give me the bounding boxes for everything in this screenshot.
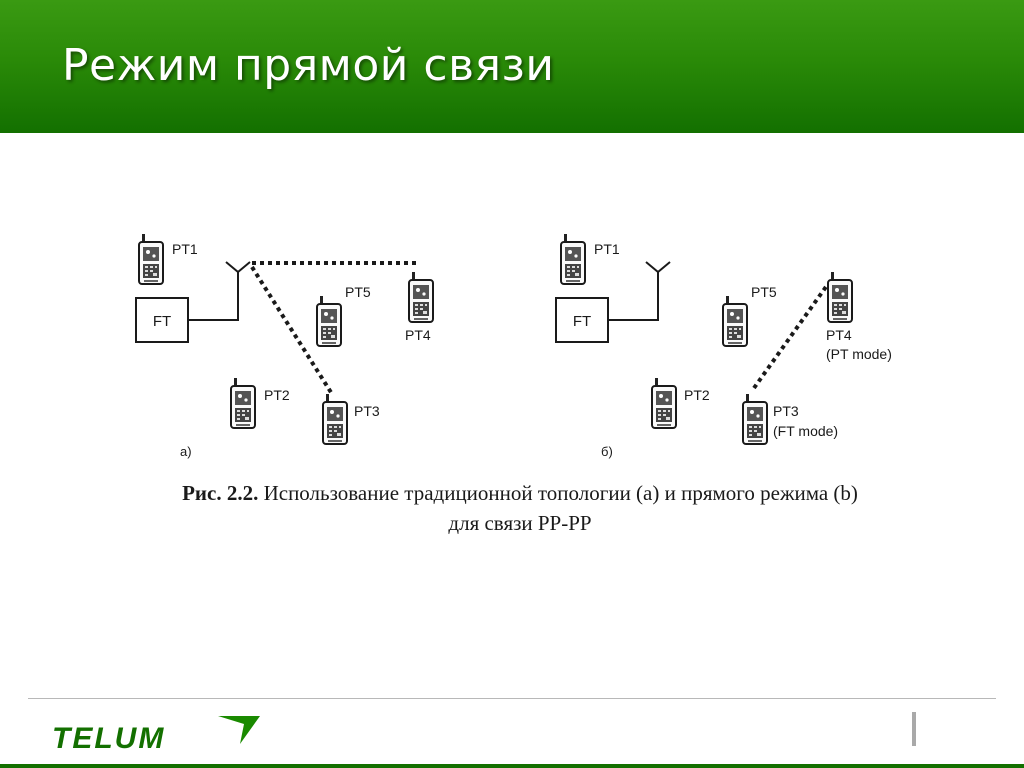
ft-box — [135, 297, 189, 343]
direct-link-pt3-pt4 — [752, 282, 830, 390]
antenna-icon — [645, 261, 671, 273]
ft-cable — [188, 272, 239, 321]
panel-a: FT PT1 PT5 PT4 PT2 PT3 а) — [135, 233, 434, 459]
handset-icon-pt2 — [230, 377, 256, 429]
ft-label: FT — [573, 313, 591, 330]
pt4-mode-label: (PT mode) — [826, 346, 892, 362]
handset-icon-pt1 — [560, 233, 586, 285]
telum-logo: TELUM — [52, 716, 260, 754]
caption-text-1: Использование традиционной топологии (a)… — [263, 481, 858, 505]
pt5-label: PT5 — [751, 284, 777, 300]
pt3-mode-label: (FT mode) — [773, 423, 838, 439]
panel-b-tag: б) — [601, 444, 613, 459]
footer-marker — [912, 712, 916, 746]
panel-b: FT PT1 PT5 PT4 (PT mode) PT2 PT3 (FT mod… — [555, 233, 892, 459]
handset-icon-pt5 — [316, 295, 342, 347]
handset-icon-pt3 — [742, 393, 768, 445]
ft-box — [555, 297, 609, 343]
pt2-label: PT2 — [684, 387, 710, 403]
logo-text: TELUM — [52, 722, 165, 754]
handset-icon-pt3 — [322, 393, 348, 445]
antenna-icon — [225, 261, 251, 273]
handset-icon-pt4 — [408, 271, 434, 323]
ft-label: FT — [153, 313, 171, 330]
handset-icon-pt5 — [722, 295, 748, 347]
pt1-label: PT1 — [172, 241, 198, 257]
slide-title: Режим прямой связи — [62, 40, 555, 91]
handset-icon-pt1 — [138, 233, 164, 285]
pt3-label: PT3 — [354, 403, 380, 419]
handset-icon-pt2 — [651, 377, 677, 429]
pt4-label: PT4 — [405, 327, 431, 343]
figure-caption: Рис. 2.2. Использование традиционной топ… — [70, 478, 970, 538]
caption-line-2: для связи PP-PP — [448, 511, 592, 535]
pt2-label: PT2 — [264, 387, 290, 403]
link-to-pt3 — [250, 265, 334, 396]
bottom-accent-line — [0, 764, 1024, 768]
ft-cable — [608, 272, 659, 321]
pt3-label: PT3 — [773, 403, 799, 419]
pt1-label: PT1 — [594, 241, 620, 257]
caption-lead: Рис. 2.2. — [182, 481, 259, 505]
panel-a-tag: а) — [180, 444, 192, 459]
pt5-label: PT5 — [345, 284, 371, 300]
topology-figure: FT PT1 PT5 PT4 PT2 PT3 а) FT PT1 — [135, 233, 892, 459]
handset-icon-pt4 — [827, 271, 853, 323]
title-banner — [0, 0, 1024, 133]
footer-divider — [28, 698, 996, 699]
caption-line-1: Рис. 2.2. Использование традиционной топ… — [70, 478, 970, 508]
logo-swoosh-icon — [218, 716, 260, 744]
pt4-label: PT4 — [826, 327, 852, 343]
